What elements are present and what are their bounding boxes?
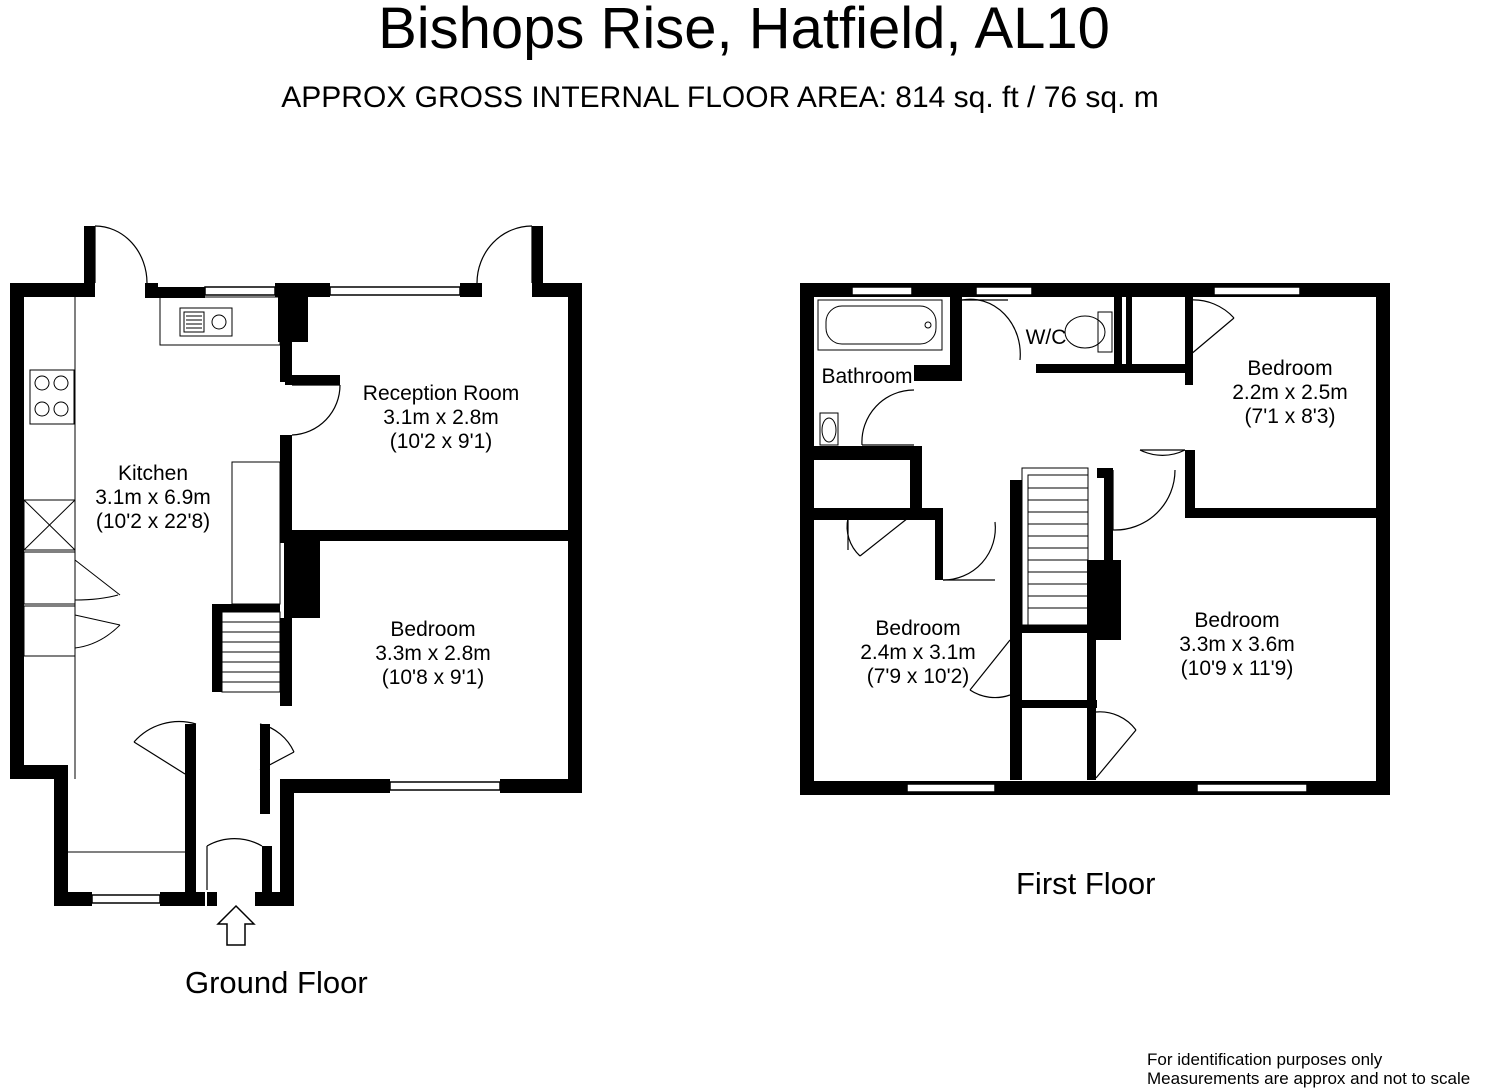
kitchen-metric: 3.1m x 6.9m <box>95 486 211 509</box>
kitchen-imperial: (10'2 x 22'8) <box>96 510 210 533</box>
floor-area-subtitle: APPROX GROSS INTERNAL FLOOR AREA: 814 sq… <box>281 81 1159 114</box>
bathroom-name: Bathroom <box>821 365 912 388</box>
first-floor-windows <box>851 286 1308 793</box>
wc-name: W/C <box>1026 326 1067 349</box>
reception-room-metric: 3.1m x 2.8m <box>383 406 499 429</box>
ground-floor-windows <box>91 286 501 904</box>
first-bedroom-left-metric: 2.4m x 3.1m <box>860 641 976 664</box>
disclaimer-line-1: For identification purposes only <box>1147 1050 1383 1069</box>
ground-floor-internal-walls <box>185 297 568 814</box>
first-floor-stairs <box>1021 467 1089 626</box>
first-bedroom-right-metric: 3.3m x 3.6m <box>1179 633 1295 656</box>
bathroom-fixtures <box>817 299 1113 446</box>
ground-floor-doors <box>94 225 533 890</box>
ground-bedroom-name: Bedroom <box>390 618 475 641</box>
first-floor-plan: Bathroom W/C Bedroom 2.2m x 2.5m (7'1 x … <box>800 283 1390 795</box>
first-bedroom-small-imperial: (7'1 x 8'3) <box>1245 405 1336 428</box>
ground-bedroom-metric: 3.3m x 2.8m <box>375 642 491 665</box>
first-floor-label: First Floor <box>1016 866 1156 901</box>
entrance-arrow-icon <box>216 904 256 946</box>
first-bedroom-right-name: Bedroom <box>1194 609 1279 632</box>
ground-floor-plan: Kitchen 3.1m x 6.9m (10'2 x 22'8) Recept… <box>10 225 582 946</box>
kitchen-name: Kitchen <box>118 462 188 485</box>
ground-floor-stairs <box>221 461 281 693</box>
first-bedroom-left-name: Bedroom <box>875 617 960 640</box>
first-bedroom-left-imperial: (7'9 x 10'2) <box>867 665 970 688</box>
first-floor-internal-walls <box>814 297 1390 780</box>
ground-floor-label: Ground Floor <box>185 965 368 1000</box>
disclaimer: For identification purposes only Measure… <box>1147 1050 1470 1088</box>
disclaimer-line-2: Measurements are approx and not to scale <box>1147 1069 1471 1088</box>
ground-bedroom-imperial: (10'8 x 9'1) <box>382 666 485 689</box>
first-bedroom-small-metric: 2.2m x 2.5m <box>1232 381 1348 404</box>
reception-room-imperial: (10'2 x 9'1) <box>390 430 493 453</box>
ground-floor-outer-walls <box>10 226 582 906</box>
page-title: Bishops Rise, Hatfield, AL10 <box>378 0 1110 61</box>
reception-room-name: Reception Room <box>363 382 519 405</box>
kitchen-fittings <box>23 296 281 853</box>
first-bedroom-small-name: Bedroom <box>1247 357 1332 380</box>
first-floor-doors <box>846 298 1235 779</box>
first-bedroom-right-imperial: (10'9 x 11'9) <box>1181 657 1294 680</box>
